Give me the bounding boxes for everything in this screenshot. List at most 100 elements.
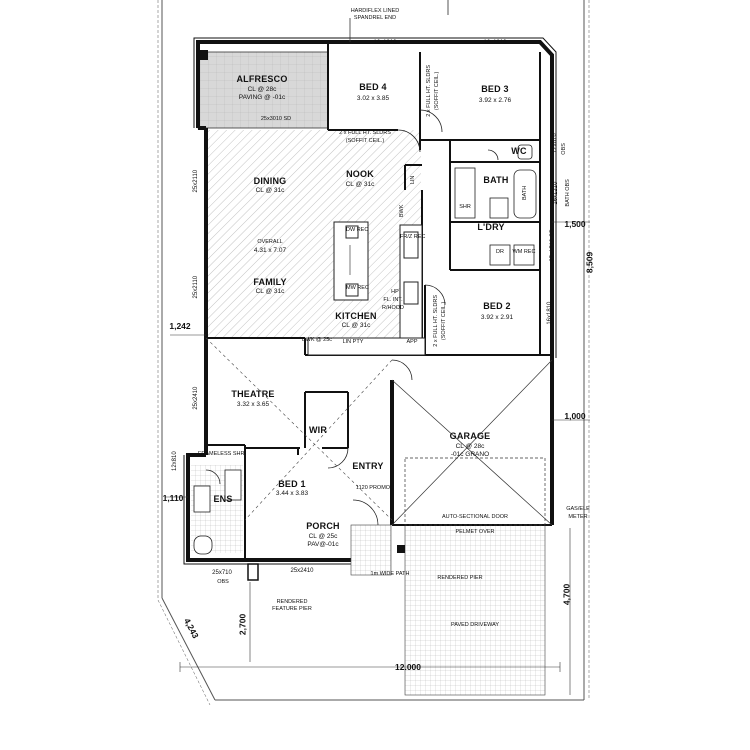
alfresco-post	[198, 50, 208, 60]
feature-pier	[247, 563, 259, 581]
room-nook: NOOK	[346, 169, 374, 179]
dim-left-ens: 12x810	[171, 451, 178, 471]
theatre-size: 3.32 x 3.65	[236, 401, 270, 408]
note-lin-pty: LIN PTY	[342, 339, 364, 345]
note-gas-2: METER	[568, 514, 588, 520]
note-rendered-pier: RENDERED PIER	[437, 575, 483, 581]
note-dw-rec: DW REC	[346, 227, 369, 233]
nook-cl: CL @ 31c	[345, 181, 375, 188]
dim-top-right: 16x1810	[483, 40, 507, 46]
garage-cross	[391, 359, 553, 526]
note-hardiflex-1: HARDIFLEX LINED	[350, 8, 400, 14]
note-pelmet: PELMET OVER	[455, 529, 495, 535]
note-bed3-sliders-1: 2 x FULL HT. SLDRS	[426, 65, 433, 117]
room-garage: GARAGE	[449, 431, 491, 441]
note-paved-driveway: PAVED DRIVEWAY	[450, 622, 500, 628]
note-promo: 1120 PROMO	[355, 485, 391, 491]
note-wide-path: 1m WIDE PATH	[370, 571, 410, 577]
site-boundary	[157, 0, 590, 706]
overall-size: 4.31 x 7.07	[253, 247, 287, 254]
bed4-size: 3.02 x 3.85	[356, 95, 390, 102]
note-hp: HP	[391, 289, 399, 295]
paved-driveway-area	[404, 524, 546, 696]
kitchen-joinery	[307, 221, 426, 356]
room-kitchen: KITCHEN	[335, 311, 377, 321]
internal-walls	[206, 42, 552, 560]
room-bed2: BED 2	[483, 301, 511, 311]
note-obs: OBS	[217, 579, 229, 585]
dim-top-left: 16x1810	[373, 40, 397, 46]
room-family: FAMILY	[253, 277, 287, 287]
fixtures	[193, 144, 537, 555]
note-bwk: BWK	[399, 204, 406, 218]
dim-right-wc: 12x810	[551, 133, 558, 153]
alfresco-paving-level: PAVING @ -01c	[238, 94, 286, 101]
note-lin: LIN	[410, 175, 417, 185]
room-ens: ENS	[213, 494, 233, 504]
note-hardiflex-2: SPANDREL END	[353, 15, 397, 21]
note-bed4-sliders-1: 2 x FULL HT. SLDRS	[339, 130, 391, 136]
room-laundry: L'DRY	[477, 222, 505, 232]
room-bed4: BED 4	[359, 82, 387, 92]
dim-right-ldry: 25x1510 SD	[549, 228, 556, 262]
alfresco-cl: CL @ 28c	[247, 86, 277, 93]
note-wc-obs: OBS	[561, 143, 568, 155]
dim-2700: 2,700	[237, 613, 248, 636]
dim-1110: 1,110	[162, 493, 184, 503]
note-feature-pier-1: RENDERED	[276, 599, 308, 605]
room-wc: WC	[511, 146, 527, 156]
dim-left-upper: 25x2110	[192, 169, 199, 193]
bed2-size: 3.92 x 2.91	[480, 314, 514, 321]
dim-12000: 12.000	[395, 662, 421, 672]
dim-left-mid: 25x2110	[192, 275, 199, 299]
note-auto-door: AUTO-SECTIONAL DOOR	[441, 514, 508, 520]
room-alfresco: ALFRESCO	[236, 74, 288, 84]
room-theatre: THEATRE	[231, 389, 275, 399]
note-ldry-wm: WM REC	[512, 249, 536, 255]
note-frameless: FRAMELESS SHR	[198, 451, 245, 457]
dim-1242: 1,242	[169, 321, 191, 331]
room-wir: WIR	[308, 425, 328, 435]
note-bed3-sliders-2: (SOFFIT CEIL.)	[434, 71, 441, 111]
room-dining: DINING	[253, 176, 287, 186]
dining-cl: CL @ 31c	[255, 187, 285, 194]
note-rhood: R/HOOD	[382, 305, 404, 311]
dim-1500: 1,500	[564, 219, 586, 229]
porch-cl: CL @ 25c	[308, 533, 338, 540]
dim-left-lower: 25x2410	[192, 386, 199, 410]
note-app: APP	[406, 339, 418, 345]
dim-4700: 4,700	[561, 583, 572, 606]
dim-right-bath: 16x1210	[552, 181, 559, 205]
dim-partial: 8,509	[584, 251, 595, 274]
alfresco-paving	[197, 51, 329, 129]
garage-cl: CL @ 28c	[455, 443, 485, 450]
overall-label: OVERALL	[257, 239, 283, 245]
dim-right-bed2: 16x1810	[546, 301, 553, 325]
room-bed3: BED 3	[481, 84, 509, 94]
note-bed4-sliders-2: (SOFFIT CEIL.)	[345, 138, 385, 144]
room-bed1: BED 1	[278, 479, 306, 489]
dim-1000: 1,000	[564, 411, 586, 421]
note-ldry-dr: DR	[496, 249, 504, 255]
dimension-lines	[165, 221, 590, 695]
kitchen-cl: CL @ 31c	[341, 322, 371, 329]
bed1-size: 3.44 x 3.83	[275, 490, 309, 497]
note-bath-bath: BATH	[522, 185, 529, 201]
garage-floor: -01c GRANO	[450, 451, 490, 458]
note-fr-rec: FR/Z REC	[400, 234, 426, 240]
living-hatch	[206, 130, 421, 338]
family-cl: CL @ 31c	[255, 288, 285, 295]
note-mw-rec: MW REC	[346, 285, 369, 291]
room-entry: ENTRY	[352, 461, 384, 471]
note-gas-1: GAS/ELE	[566, 506, 590, 512]
note-slider-top: 25x3010 SD	[260, 116, 292, 122]
room-bath: BATH	[483, 175, 509, 185]
porch-pav: PAV@-01c	[307, 541, 339, 548]
note-feature-pier-2: FEATURE PIER	[272, 606, 312, 612]
bed3-size: 3.92 x 2.76	[478, 97, 512, 104]
dim-bottom-mid: 25x2410	[290, 568, 314, 574]
note-bed2-sliders-1: 2 x FULL HT. SLDRS	[433, 295, 440, 347]
rendered-pier	[397, 545, 405, 553]
room-porch: PORCH	[306, 521, 340, 531]
door-swings	[205, 109, 499, 526]
